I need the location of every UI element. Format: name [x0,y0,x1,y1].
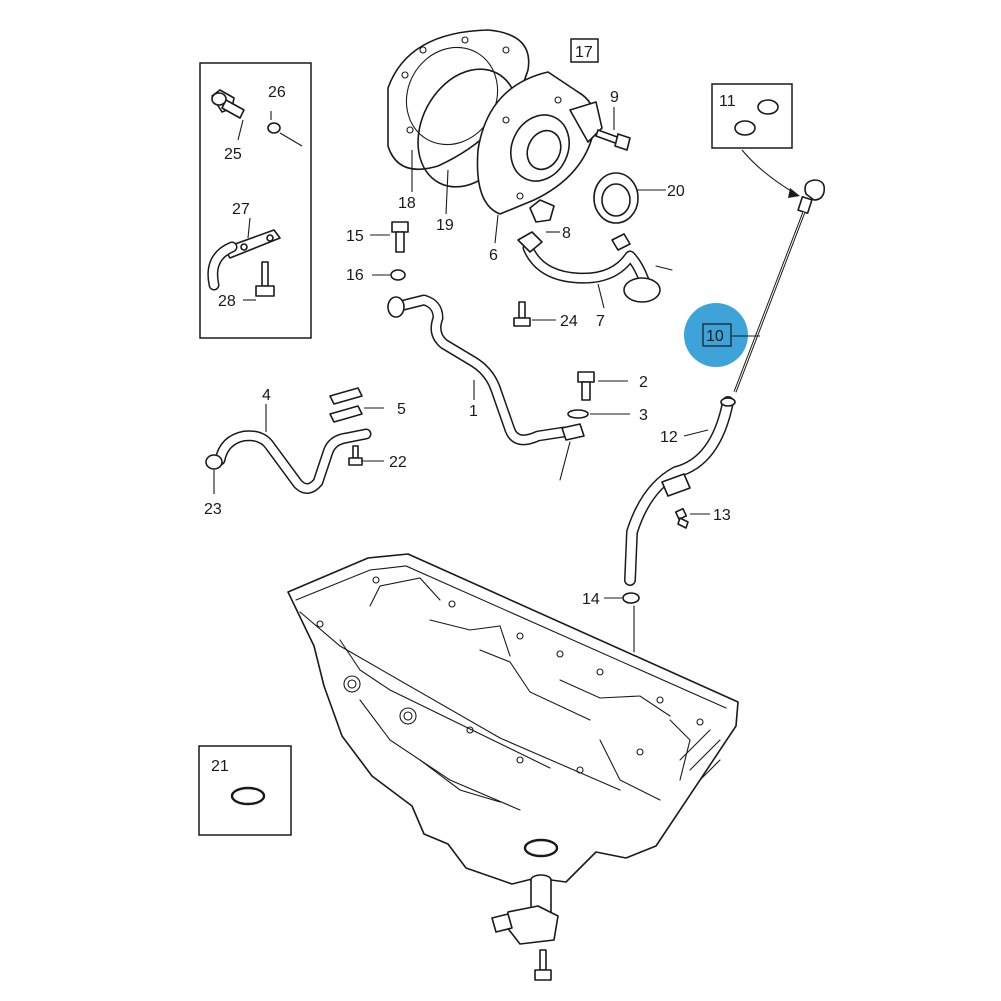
banjo-bolt-icon [211,89,245,119]
callout-2: 2 [639,374,648,391]
callout-25: 25 [224,146,242,163]
washer-icon [390,269,406,281]
sensor-o-ring-icon [523,838,559,858]
o-ring-icon [230,786,266,806]
callout-18: 18 [398,195,416,212]
inset-box-11 [711,83,793,149]
callout-17: 17 [575,44,593,61]
inset-box-21: 21 [198,745,292,836]
bracket-icon [207,229,281,291]
dipstick-group: 11 10 [684,83,826,393]
pump-bolt-icon [595,129,631,151]
callout-14: 14 [582,591,600,608]
bolt-icon [348,445,363,466]
callout-1: 1 [469,403,478,420]
callout-13: 13 [713,507,731,524]
sealing-washer-icon [267,122,281,134]
oil-pump-assembly: 9 20 18 19 6 17 [387,29,685,264]
callout-17-box [570,38,599,63]
oil-pump-body-icon [476,71,603,223]
callout-5: 5 [397,401,406,418]
banjo-bolt-icon [577,371,595,401]
dipstick-tube: 12 13 14 [582,396,736,653]
callout-21: 21 [211,758,229,775]
bolt-icon [391,221,409,253]
callout-23: 23 [204,501,222,518]
bolt-icon [513,301,531,327]
dipstick-icon [733,179,826,393]
oil-feed-pipe: 4 5 22 23 [204,387,407,518]
callout-26: 26 [268,84,286,101]
flange-gasket-icon [329,387,363,423]
callout-15: 15 [346,228,364,245]
callout-9: 9 [610,89,619,106]
oil-pickup-pipe: 8 7 24 [513,225,673,330]
callout-12: 12 [660,429,678,446]
callout-3: 3 [639,407,648,424]
callout-4: 4 [262,387,271,404]
o-ring-icon [734,120,756,136]
inset-box-25-28: 26 25 27 28 [199,62,312,339]
bolt-icon [255,261,275,297]
callout-8: 8 [562,225,571,242]
callout-19: 19 [436,217,454,234]
callout-10: 10 [706,328,724,345]
highlight-marker [684,303,748,367]
callout-24: 24 [560,313,578,330]
callout-11: 11 [719,93,736,110]
bolt-icon [534,949,552,981]
pipe-end-cap-icon [205,454,223,470]
crankshaft-seal-icon [593,172,639,224]
o-ring-icon [757,99,779,115]
pump-gasket-plate-icon [387,29,530,170]
strainer-icon [623,277,661,303]
oil-pan-icon [287,553,739,885]
bolt-icon [674,507,689,529]
callout-7: 7 [596,313,605,330]
callout-27: 27 [232,201,250,218]
callout-22: 22 [389,454,407,471]
callout-28: 28 [218,293,236,310]
oil-return-pipe: 15 16 2 3 1 [346,221,648,481]
callout-20: 20 [667,183,685,200]
washer-icon [567,409,589,419]
oil-level-sensor [491,838,559,981]
callout-16: 16 [346,267,364,284]
tube-o-ring-icon [622,592,640,604]
callout-6: 6 [489,247,498,264]
